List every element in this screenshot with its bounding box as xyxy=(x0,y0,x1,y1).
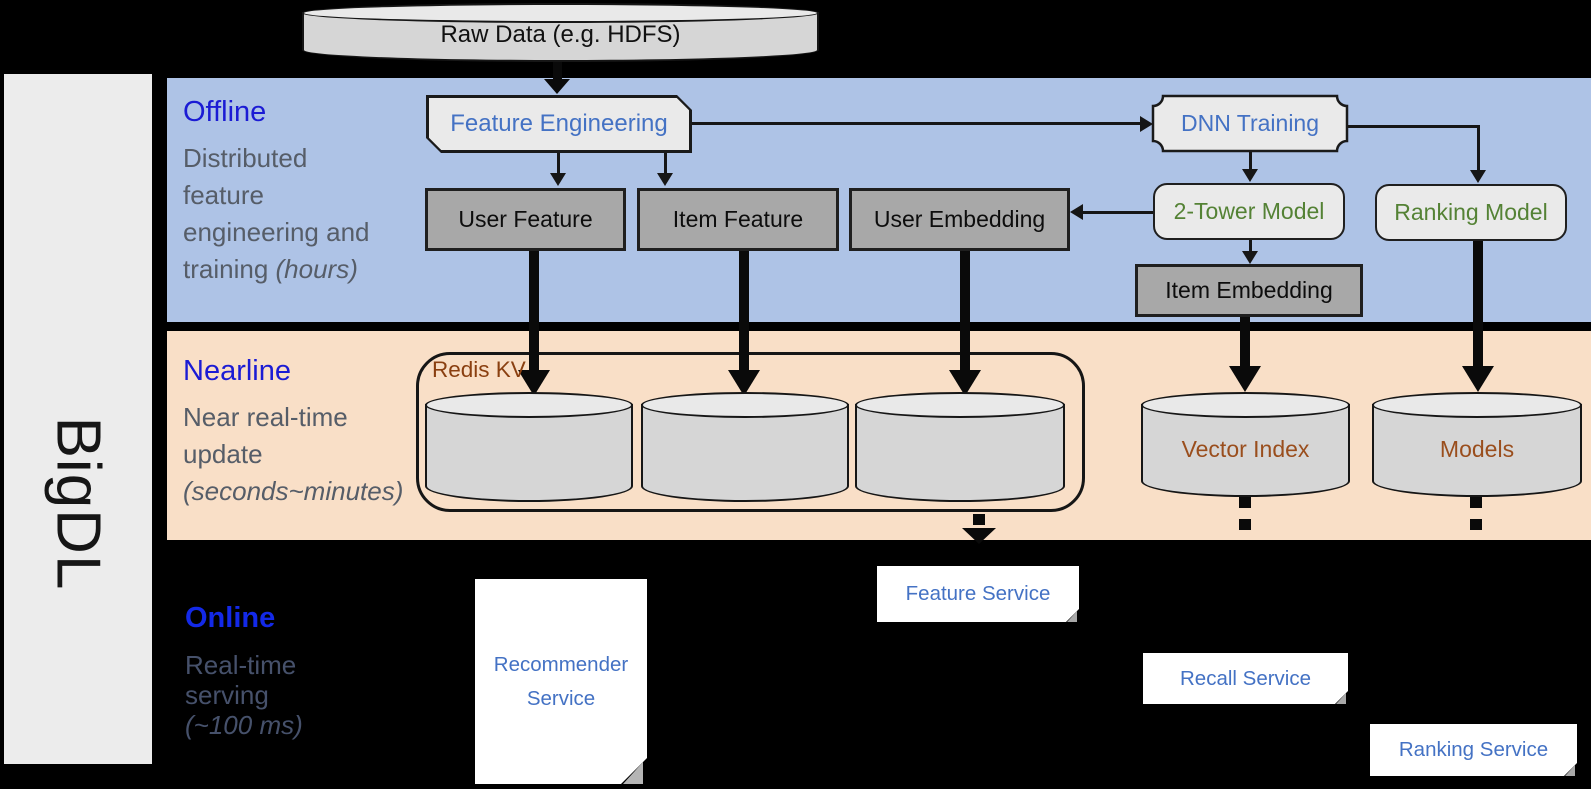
recall-service-fold-icon xyxy=(1336,693,1346,704)
recommender-service-line1: Recommender xyxy=(493,652,629,676)
dashed-arrow-kv-to-featureservice-head xyxy=(962,528,996,544)
recommender-service-fold-icon xyxy=(623,762,643,784)
arrow-fe-to-userfeature-head xyxy=(550,173,566,186)
arrow-fe-to-dnn-head xyxy=(1140,116,1153,132)
feature-engineering-node: Feature Engineering xyxy=(426,95,692,153)
raw-data-label: Raw Data (e.g. HDFS) xyxy=(440,20,681,48)
offline-section-description: Distributed feature engineering and trai… xyxy=(183,140,413,288)
arrow-userembedding-to-kv-shaft xyxy=(960,249,970,371)
nearline-desc-italic: (seconds~minutes) xyxy=(183,476,404,506)
redis-shard-1-top xyxy=(425,392,633,418)
redis-shard-2-top xyxy=(641,392,849,418)
arrow-twotower-to-itemembedding-head xyxy=(1242,251,1258,264)
nearline-desc-text: Near real-time update xyxy=(183,402,348,469)
recommender-service-line2: Service xyxy=(526,686,596,710)
arrow-fe-to-dnn-line xyxy=(692,122,1141,125)
ranking-service-fold-icon xyxy=(1565,765,1575,776)
arrow-dnn-to-twotower-head xyxy=(1242,169,1258,182)
dashed-arrow-vectorindex-dash2 xyxy=(1239,519,1251,530)
arrow-twotower-to-itemembedding-line xyxy=(1249,240,1252,252)
vector-index-cylinder-top xyxy=(1141,392,1350,418)
models-label: Models xyxy=(1439,436,1515,462)
raw-data-store: Raw Data (e.g. HDFS) xyxy=(302,3,819,62)
two-tower-model-node: 2-Tower Model xyxy=(1153,183,1345,240)
redis-shard-3-top xyxy=(855,392,1065,418)
dashed-arrow-kv-to-featureservice-dash xyxy=(973,514,985,525)
offline-section-title: Offline xyxy=(183,96,267,128)
user-feature-node: User Feature xyxy=(425,188,626,251)
arrow-rankingmodel-to-models-head xyxy=(1462,366,1494,392)
dnn-training-node: DNN Training xyxy=(1151,94,1349,153)
online-desc-italic: (~100 ms) xyxy=(185,710,303,740)
online-section-description: Real-time serving (~100 ms) xyxy=(185,650,355,740)
online-section-title: Online xyxy=(185,602,276,634)
redis-shard-3-body xyxy=(855,404,1065,502)
item-embedding-node: Item Embedding xyxy=(1135,264,1363,317)
offline-desc-text: Distributed feature engineering and trai… xyxy=(183,143,370,284)
arrow-fe-to-itemfeature-line xyxy=(664,153,667,174)
nearline-section-title: Nearline xyxy=(183,355,291,387)
models-cylinder-body xyxy=(1372,404,1582,497)
arrow-dnn-to-twotower-line xyxy=(1249,151,1252,170)
arrow-itemfeature-to-kv-shaft xyxy=(739,249,749,371)
vector-index-store: Vector Index xyxy=(1141,392,1350,497)
dnn-training-label: DNN Training xyxy=(1180,110,1320,136)
online-desc-text: Real-time serving xyxy=(185,650,297,710)
ranking-model-node: Ranking Model xyxy=(1375,184,1567,241)
offline-desc-italic: (hours) xyxy=(275,254,358,284)
dnn-training-shape xyxy=(1151,94,1349,153)
redis-shard-cylinder-3 xyxy=(855,392,1065,502)
recommender-service-node: Recommender Service xyxy=(475,579,647,784)
ranking-service-node: Ranking Service xyxy=(1370,724,1577,776)
redis-shard-cylinder-1 xyxy=(425,392,633,502)
arrow-itemembedding-to-vectorindex-shaft xyxy=(1240,315,1250,368)
arrow-dnn-to-ranking-vline xyxy=(1477,125,1480,171)
feature-service-label: Feature Service xyxy=(905,582,1051,605)
arrow-rankingmodel-to-models-shaft xyxy=(1473,239,1483,368)
feature-service-fold-icon xyxy=(1067,611,1077,622)
item-feature-node: Item Feature xyxy=(637,188,839,251)
arrow-userfeature-to-kv-shaft xyxy=(529,249,539,371)
arrow-fe-to-userfeature-line xyxy=(557,153,560,174)
dashed-arrow-models-dash2 xyxy=(1470,519,1482,530)
nearline-section-description: Near real-time update (seconds~minutes) xyxy=(183,399,428,510)
redis-kv-group xyxy=(416,352,1085,512)
arrow-rawdata-to-fe-head xyxy=(544,79,570,94)
arrow-twotower-to-userembedding-line xyxy=(1082,211,1153,214)
vector-index-cylinder-body xyxy=(1141,404,1350,497)
bigdl-sidebar: BigDL xyxy=(4,74,152,764)
dashed-arrow-vectorindex-dash1 xyxy=(1239,497,1251,508)
feature-engineering-label: Feature Engineering xyxy=(429,98,690,151)
arrow-itemembedding-to-vectorindex-head xyxy=(1229,366,1261,392)
recall-service-node: Recall Service xyxy=(1143,653,1348,704)
arrow-dnn-to-ranking-hline xyxy=(1347,125,1480,128)
arrow-rawdata-to-fe-shaft xyxy=(553,61,562,79)
redis-kv-label: Redis KV xyxy=(432,357,526,382)
redis-shard-cylinder-2 xyxy=(641,392,849,502)
arrow-dnn-to-ranking-head xyxy=(1470,170,1486,183)
ranking-service-label: Ranking Service xyxy=(1398,738,1549,761)
user-embedding-node: User Embedding xyxy=(849,188,1070,251)
vector-index-label: Vector Index xyxy=(1181,436,1310,462)
arrow-twotower-to-userembedding-head xyxy=(1070,204,1083,220)
redis-shard-2-body xyxy=(641,404,849,502)
bigdl-logo-text: BigDL xyxy=(43,416,113,590)
recall-service-label: Recall Service xyxy=(1179,666,1312,690)
arrow-fe-to-itemfeature-head xyxy=(657,173,673,186)
dashed-arrow-models-dash1 xyxy=(1470,497,1482,508)
feature-service-node: Feature Service xyxy=(877,566,1079,622)
models-cylinder-top xyxy=(1372,392,1582,418)
models-store: Models xyxy=(1372,392,1582,497)
raw-data-cylinder-top xyxy=(302,3,819,23)
recommender-service-label: Recommender Service xyxy=(494,648,628,716)
redis-shard-1-body xyxy=(425,404,633,502)
